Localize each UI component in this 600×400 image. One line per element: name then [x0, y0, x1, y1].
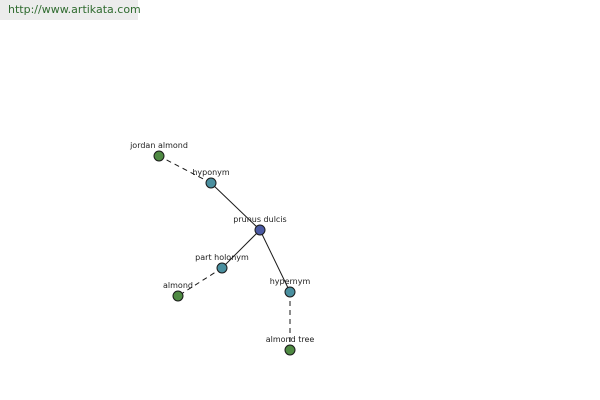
edge-hyponym-to-jordan-almond: [158, 155, 212, 184]
node-label-almond: almond: [163, 281, 193, 290]
node-jordan-almond[interactable]: [153, 150, 165, 162]
node-label-part-holonym: part holonym: [195, 253, 249, 262]
watermark-banner: http://www.artikata.com: [0, 0, 141, 20]
labels-layer: prunus dulcis hyponym part holonym hypernym…: [129, 141, 314, 344]
node-label-jordan-almond: jordan almond: [129, 141, 188, 150]
node-part-holonym[interactable]: [216, 262, 228, 274]
edge-prunus-dulcis-to-part-holonym: [221, 229, 261, 269]
watermark-text: http://www.artikata.com: [8, 3, 141, 16]
edges-layer: [158, 155, 291, 350]
node-almond-tree[interactable]: [284, 344, 296, 356]
node-hypernym[interactable]: [284, 286, 296, 298]
node-label-hyponym: hyponym: [192, 168, 230, 177]
node-prunus-dulcis[interactable]: [254, 224, 266, 236]
node-hyponym[interactable]: [205, 177, 217, 189]
edge-prunus-dulcis-to-hypernym: [259, 229, 291, 293]
node-label-hypernym: hypernym: [270, 277, 311, 286]
edge-prunus-dulcis-to-hyponym: [210, 182, 261, 231]
node-almond[interactable]: [172, 290, 184, 302]
node-label-almond-tree: almond tree: [266, 335, 315, 344]
node-label-prunus-dulcis: prunus dulcis: [233, 215, 286, 224]
nodes-layer: [153, 150, 296, 356]
